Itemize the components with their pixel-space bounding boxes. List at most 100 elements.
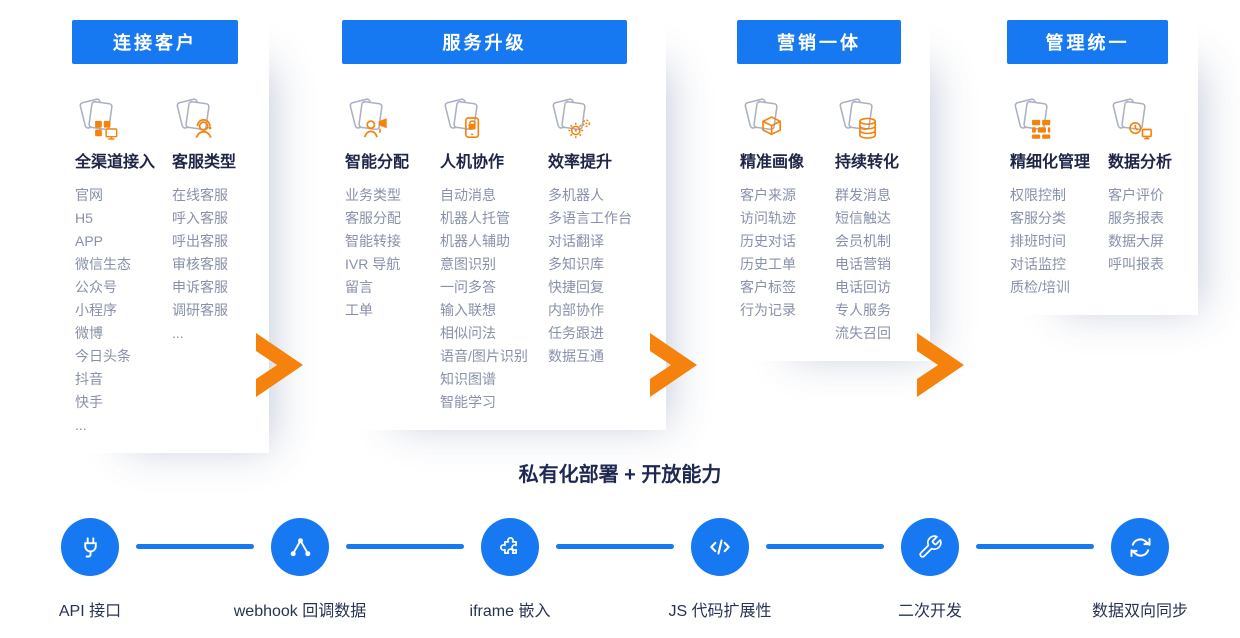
human-machine-collab-icon — [440, 95, 548, 143]
group-item-list: 权限控制客服分类排班时间对话监控质检/培训 — [1010, 184, 1108, 299]
feature-item: 客户标签 — [740, 279, 796, 295]
feature-item: 小程序 — [75, 302, 117, 318]
feature-item: 流失召回 — [835, 325, 891, 341]
group-item-list: 多机器人多语言工作台对话翻译多知识库快捷回复内部协作任务跟进数据互通 — [548, 184, 666, 368]
feature-item: 电话回访 — [835, 279, 891, 295]
group-item-list: 客户评价服务报表数据大屏呼叫报表 — [1108, 184, 1198, 276]
group-title: 持续转化 — [835, 154, 900, 171]
group-title: 人机协作 — [440, 154, 505, 171]
group-title: 智能分配 — [345, 154, 410, 171]
connector-line — [766, 544, 884, 549]
code-icon — [691, 518, 749, 576]
plug-icon — [61, 518, 119, 576]
feature-item: 留言 — [345, 279, 373, 295]
feature-item: 质检/培训 — [1010, 279, 1070, 295]
feature-item: 微博 — [75, 325, 103, 341]
feature-item: 对话监控 — [1010, 256, 1066, 272]
feature-item: 自动消息 — [440, 187, 496, 203]
capability-label: JS 代码扩展性 — [668, 603, 772, 620]
arrow-icon — [256, 333, 303, 397]
feature-group: 数据分析客户评价服务报表数据大屏呼叫报表 — [1108, 95, 1198, 299]
puzzle-icon — [481, 518, 539, 576]
connector-line — [136, 544, 254, 549]
bottom-section-title: 私有化部署 + 开放能力 — [518, 464, 722, 486]
capability-label: iframe 嵌入 — [469, 603, 551, 620]
feature-item: 意图识别 — [440, 256, 496, 272]
group-title: 效率提升 — [548, 154, 613, 171]
capability-label: 二次开发 — [897, 603, 962, 620]
feature-group: 人机协作自动消息机器人托管机器人辅助意图识别一问多答输入联想相似问法语音/图片识… — [440, 95, 548, 414]
group-item-list: 自动消息机器人托管机器人辅助意图识别一问多答输入联想相似问法语音/图片识别知识图… — [440, 184, 548, 414]
capability-label: API 接口 — [58, 603, 122, 620]
group-title: 数据分析 — [1108, 154, 1173, 171]
feature-item: 今日头条 — [75, 348, 131, 364]
feature-column: 营销一体精准画像客户来源访问轨迹历史对话历史工单客户标签行为记录持续转化群发消息… — [737, 20, 930, 361]
feature-item: 专人服务 — [835, 302, 891, 318]
feature-item: 快捷回复 — [548, 279, 604, 295]
feature-item: 官网 — [75, 187, 103, 203]
feature-group: 客服类型在线客服呼入客服呼出客服审核客服申诉客服调研客服... — [172, 95, 269, 437]
feature-group: 持续转化群发消息短信触达会员机制电话营销电话回访专人服务流失召回 — [835, 95, 930, 345]
feature-item: 任务跟进 — [548, 325, 604, 341]
feature-item: 历史对话 — [740, 233, 796, 249]
feature-item: 抖音 — [75, 371, 103, 387]
feature-item: ... — [75, 417, 87, 433]
feature-item: 数据大屏 — [1108, 233, 1164, 249]
connector-line — [976, 544, 1094, 549]
feature-item: 群发消息 — [835, 187, 891, 203]
feature-item: 知识图谱 — [440, 371, 496, 387]
feature-item: H5 — [75, 210, 93, 226]
group-title: 客服类型 — [172, 154, 237, 171]
sync-icon — [1111, 518, 1169, 576]
group-item-list: 在线客服呼入客服呼出客服审核客服申诉客服调研客服... — [172, 184, 269, 345]
feature-item: 客服分类 — [1010, 210, 1066, 226]
feature-item: 智能学习 — [440, 394, 496, 410]
feature-item: 呼出客服 — [172, 233, 228, 249]
group-title: 精细化管理 — [1010, 154, 1091, 171]
connector-line — [556, 544, 674, 549]
group-title: 精准画像 — [740, 154, 805, 171]
group-title: 全渠道接入 — [75, 154, 156, 171]
feature-item: 在线客服 — [172, 187, 228, 203]
capability-label: 数据双向同步 — [1091, 603, 1188, 620]
feature-item: 呼叫报表 — [1108, 256, 1164, 272]
feature-item: IVR 导航 — [345, 256, 401, 272]
arrow-icon — [650, 333, 697, 397]
customer-profile-icon — [740, 95, 835, 143]
connector-line — [346, 544, 464, 549]
data-analytics-icon — [1108, 95, 1198, 143]
fine-management-icon — [1010, 95, 1108, 143]
feature-item: 多知识库 — [548, 256, 604, 272]
agent-type-icon — [172, 95, 269, 143]
smart-dispatch-icon — [345, 95, 440, 143]
feature-item: 客户评价 — [1108, 187, 1164, 203]
efficiency-icon — [548, 95, 666, 143]
column-groups: 精细化管理权限控制客服分类排班时间对话监控质检/培训数据分析客户评价服务报表数据… — [1007, 95, 1198, 299]
omni-channel-access-icon — [75, 95, 172, 143]
feature-item: 输入联想 — [440, 302, 496, 318]
column-header: 服务升级 — [342, 20, 627, 64]
feature-column: 管理统一精细化管理权限控制客服分类排班时间对话监控质检/培训数据分析客户评价服务… — [1007, 20, 1198, 315]
column-header: 营销一体 — [737, 20, 901, 64]
feature-item: 客服分配 — [345, 210, 401, 226]
feature-item: 会员机制 — [835, 233, 891, 249]
feature-item: 语音/图片识别 — [440, 348, 528, 364]
capability-label: webhook 回调数据 — [233, 603, 367, 620]
webhook-icon — [271, 518, 329, 576]
feature-item: 调研客服 — [172, 302, 228, 318]
feature-item: 机器人托管 — [440, 210, 510, 226]
feature-item: 对话翻译 — [548, 233, 604, 249]
feature-item: 电话营销 — [835, 256, 891, 272]
group-item-list: 群发消息短信触达会员机制电话营销电话回访专人服务流失召回 — [835, 184, 930, 345]
feature-group: 精细化管理权限控制客服分类排班时间对话监控质检/培训 — [1010, 95, 1108, 299]
feature-item: 工单 — [345, 302, 373, 318]
feature-item: 排班时间 — [1010, 233, 1066, 249]
group-item-list: 客户来源访问轨迹历史对话历史工单客户标签行为记录 — [740, 184, 835, 322]
feature-item: 多语言工作台 — [548, 210, 632, 226]
